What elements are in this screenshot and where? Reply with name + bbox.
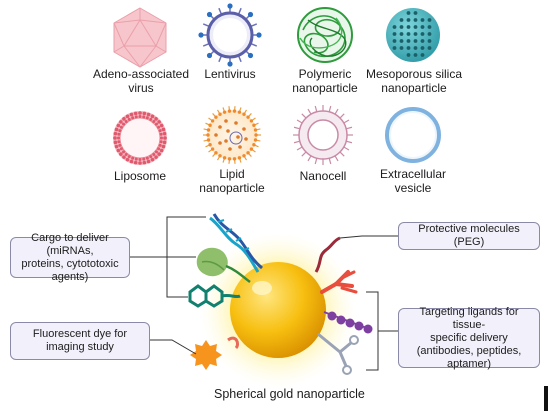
liposome-label: Liposome bbox=[113, 169, 167, 183]
antibody-icon bbox=[320, 270, 358, 294]
targeting-box: Targeting ligands for tissue- specific d… bbox=[398, 306, 540, 370]
edge-mark bbox=[544, 386, 548, 411]
silica-label: Mesoporous silica nanoparticle bbox=[365, 67, 463, 95]
extracellular-vesicle-icon bbox=[385, 107, 441, 163]
dna-cargo-icon bbox=[209, 213, 263, 273]
mesoporous-silica-icon bbox=[386, 8, 440, 62]
fluorescent-dye-icon bbox=[190, 336, 240, 370]
aptamer-icon bbox=[317, 332, 359, 375]
lipid-label: Lipid nanoparticle bbox=[199, 167, 265, 195]
liposome-icon bbox=[113, 111, 167, 165]
peg-chain-icon bbox=[314, 236, 341, 273]
connector-lines bbox=[130, 216, 398, 371]
cargo-box: Cargo to deliver (miRNAs, proteins, cyto… bbox=[10, 232, 130, 283]
protein-cargo-icon bbox=[196, 247, 251, 283]
protective-box: Protective molecules (PEG) bbox=[398, 222, 540, 250]
aav-icon bbox=[113, 7, 167, 68]
polymeric-nanoparticle-icon bbox=[297, 7, 353, 63]
nanocell-label: Nanocell bbox=[299, 169, 347, 183]
lipid-nanoparticle-icon bbox=[203, 106, 261, 164]
peptide-icon bbox=[323, 311, 373, 334]
ev-label: Extracellular vesicle bbox=[379, 167, 447, 195]
fluorescent-box: Fluorescent dye for imaging study bbox=[10, 322, 150, 360]
lentivirus-label: Lentivirus bbox=[204, 67, 256, 81]
nanocell-icon bbox=[293, 105, 353, 165]
drug-cargo-icon bbox=[188, 284, 241, 308]
polymeric-label: Polymeric nanoparticle bbox=[292, 67, 358, 95]
lentivirus-icon bbox=[198, 3, 262, 67]
aav-label: Adeno-associated virus bbox=[92, 67, 190, 95]
gold-title: Spherical gold nanoparticle bbox=[214, 387, 365, 401]
